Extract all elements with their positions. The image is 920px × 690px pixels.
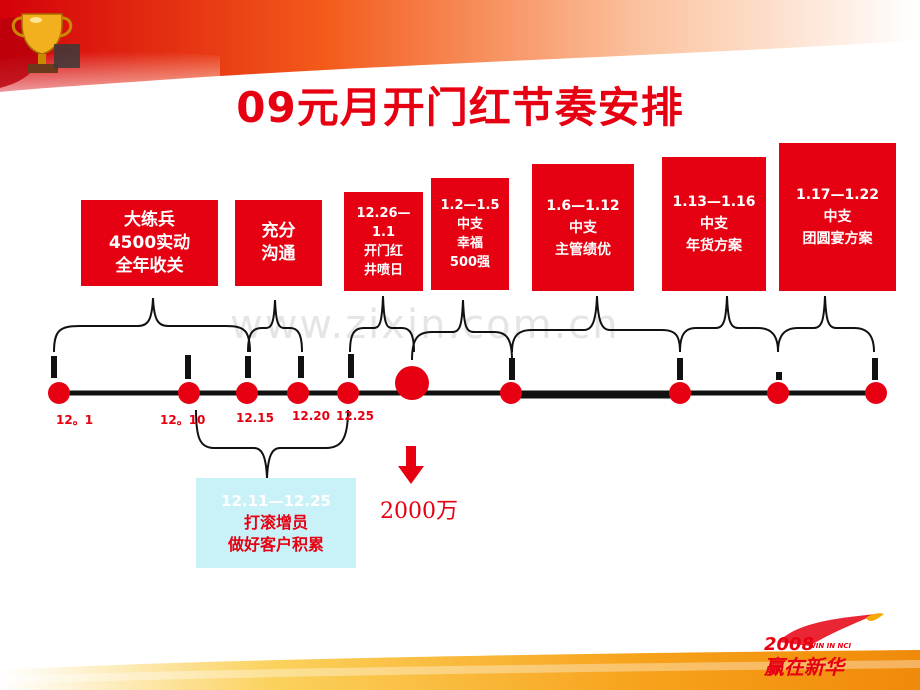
phase-box-4-line: 中支 [456, 217, 483, 232]
phase-box-3-line: 1.1 [371, 224, 396, 240]
date-label: 12。1 [56, 413, 94, 427]
header-band [0, 0, 920, 92]
brace-3 [349, 295, 415, 353]
goal-label: 2000万 [380, 499, 458, 524]
brace-7 [777, 295, 875, 353]
timeline-dot-big [395, 366, 429, 400]
phase-box-5-line: 1.6—1.12 [546, 197, 620, 214]
phase-box-2: 充分 沟通 [235, 200, 322, 286]
brace-6 [679, 295, 779, 353]
phase-box-5-line: 主管绩优 [555, 241, 611, 258]
brace-5 [511, 295, 681, 353]
page-title: 09元月开门红节奏安排 [236, 83, 684, 132]
date-label: 12.15 [236, 411, 274, 425]
footer-band [0, 650, 920, 690]
phase-box-3: 12.26— 1.1 开门红 井喷日 [344, 192, 423, 291]
date-label: 12.25 [336, 409, 374, 423]
timeline-dot [865, 382, 887, 404]
timeline-dot [500, 382, 522, 404]
timeline-dot [178, 382, 200, 404]
timeline-graphic [48, 295, 887, 484]
timeline-dot [337, 382, 359, 404]
phase-box-5: 1.6—1.12 中支 主管绩优 [532, 164, 634, 291]
phase-box-1: 大练兵 4500实动 全年收关 [81, 200, 218, 286]
phase-box-3-line: 12.26— [356, 205, 411, 221]
logo-tagline: WIN IN NCI [808, 642, 852, 650]
braces [53, 295, 875, 479]
down-arrow-icon [398, 446, 424, 484]
timeline-dot [48, 382, 70, 404]
tick-mark [509, 358, 515, 380]
phase-box-1-line: 大练兵 [124, 209, 175, 230]
phase-box-7-line: 中支 [823, 209, 852, 225]
brace-2 [247, 299, 303, 353]
tick-mark [185, 355, 191, 379]
phase-box-6-line: 年货方案 [686, 238, 742, 254]
phase-box-5-line: 中支 [569, 219, 597, 236]
phase-box-4-line: 500强 [449, 255, 491, 270]
phase-box-2-line: 沟通 [261, 244, 296, 264]
tick-mark [776, 372, 782, 380]
tick-markers [51, 354, 878, 380]
trophy-icon [11, 13, 80, 73]
phase-box-4: 1.2—1.5 中支 幸福 500强 [431, 178, 509, 290]
phase-box-3-line: 井喷日 [363, 262, 403, 278]
recruit-note: 12.11—12.25 打滚增员 做好客户积累 [196, 478, 356, 568]
timeline-dots [48, 366, 887, 404]
logo-year: 2008 [764, 634, 814, 655]
phase-box-7-line: 1.17—1.22 [795, 187, 880, 203]
date-label: 12.20 [292, 409, 330, 423]
phase-box-6: 1.13—1.16 中支 年货方案 [662, 157, 766, 291]
phase-box-7: 1.17—1.22 中支 团圆宴方案 [779, 143, 896, 291]
recruit-note-line: 打滚增员 [243, 513, 308, 532]
phase-box-6-line: 中支 [700, 216, 728, 232]
timeline-dot [287, 382, 309, 404]
tick-mark [51, 356, 57, 378]
phase-box-1-line: 全年收关 [115, 255, 184, 276]
phase-box-1-line: 4500实动 [108, 232, 191, 253]
phase-box-4-line: 1.2—1.5 [440, 198, 500, 213]
phase-box-3-line: 开门红 [363, 243, 403, 259]
phase-box-2-line: 充分 [261, 221, 296, 241]
tick-mark [677, 358, 683, 380]
tick-mark [348, 354, 354, 378]
phase-box-7-line: 团圆宴方案 [802, 231, 873, 247]
tick-mark [872, 358, 878, 380]
timeline-dot [767, 382, 789, 404]
timeline-dot [669, 382, 691, 404]
phase-box-4-line: 幸福 [456, 236, 483, 251]
recruit-note-line: 12.11—12.25 [221, 492, 331, 510]
tick-mark [298, 356, 304, 378]
brace-4 [411, 299, 513, 361]
phase-box-6-line: 1.13—1.16 [672, 194, 756, 210]
brace-1 [53, 297, 251, 353]
timeline-dot [236, 382, 258, 404]
watermark: www.zixin.com.cn [230, 302, 620, 348]
date-label: 12。10 [160, 413, 206, 427]
logo-slogan: 赢在新华 [763, 655, 847, 679]
recruit-note-line: 做好客户积累 [227, 535, 324, 554]
brand-logo: 2008 WIN IN NCI 赢在新华 [763, 613, 884, 679]
tick-mark [245, 356, 251, 378]
